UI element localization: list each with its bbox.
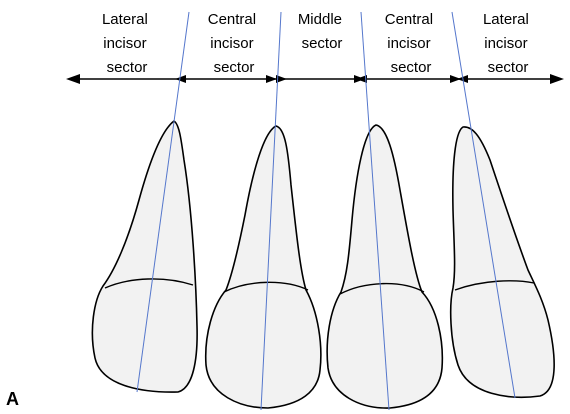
sector-labels: Lateral incisor sector Central incisor s… (102, 11, 533, 76)
sector-label-left-central: Central incisor sector (208, 11, 261, 76)
tooth-outline (451, 127, 554, 397)
tooth-outline (92, 121, 197, 392)
boundary-arrow-5-icon (354, 75, 365, 83)
arrowhead-right-icon (550, 74, 564, 84)
tooth-right-central-incisor (327, 125, 442, 408)
tooth-right-lateral-incisor (451, 127, 554, 397)
tooth-left-lateral-incisor (92, 121, 197, 392)
tooth-outline (327, 125, 442, 408)
arrowhead-left-icon (66, 74, 80, 84)
sector-label-middle: Middle sector (298, 11, 346, 52)
sector-label-right-central: Central incisor sector (385, 11, 438, 76)
boundary-arrow-2-icon (266, 75, 277, 83)
sector-label-left-lateral: Lateral incisor sector (102, 11, 152, 76)
sector-label-right-lateral: Lateral incisor sector (483, 11, 533, 76)
panel-letter: A (6, 389, 19, 409)
